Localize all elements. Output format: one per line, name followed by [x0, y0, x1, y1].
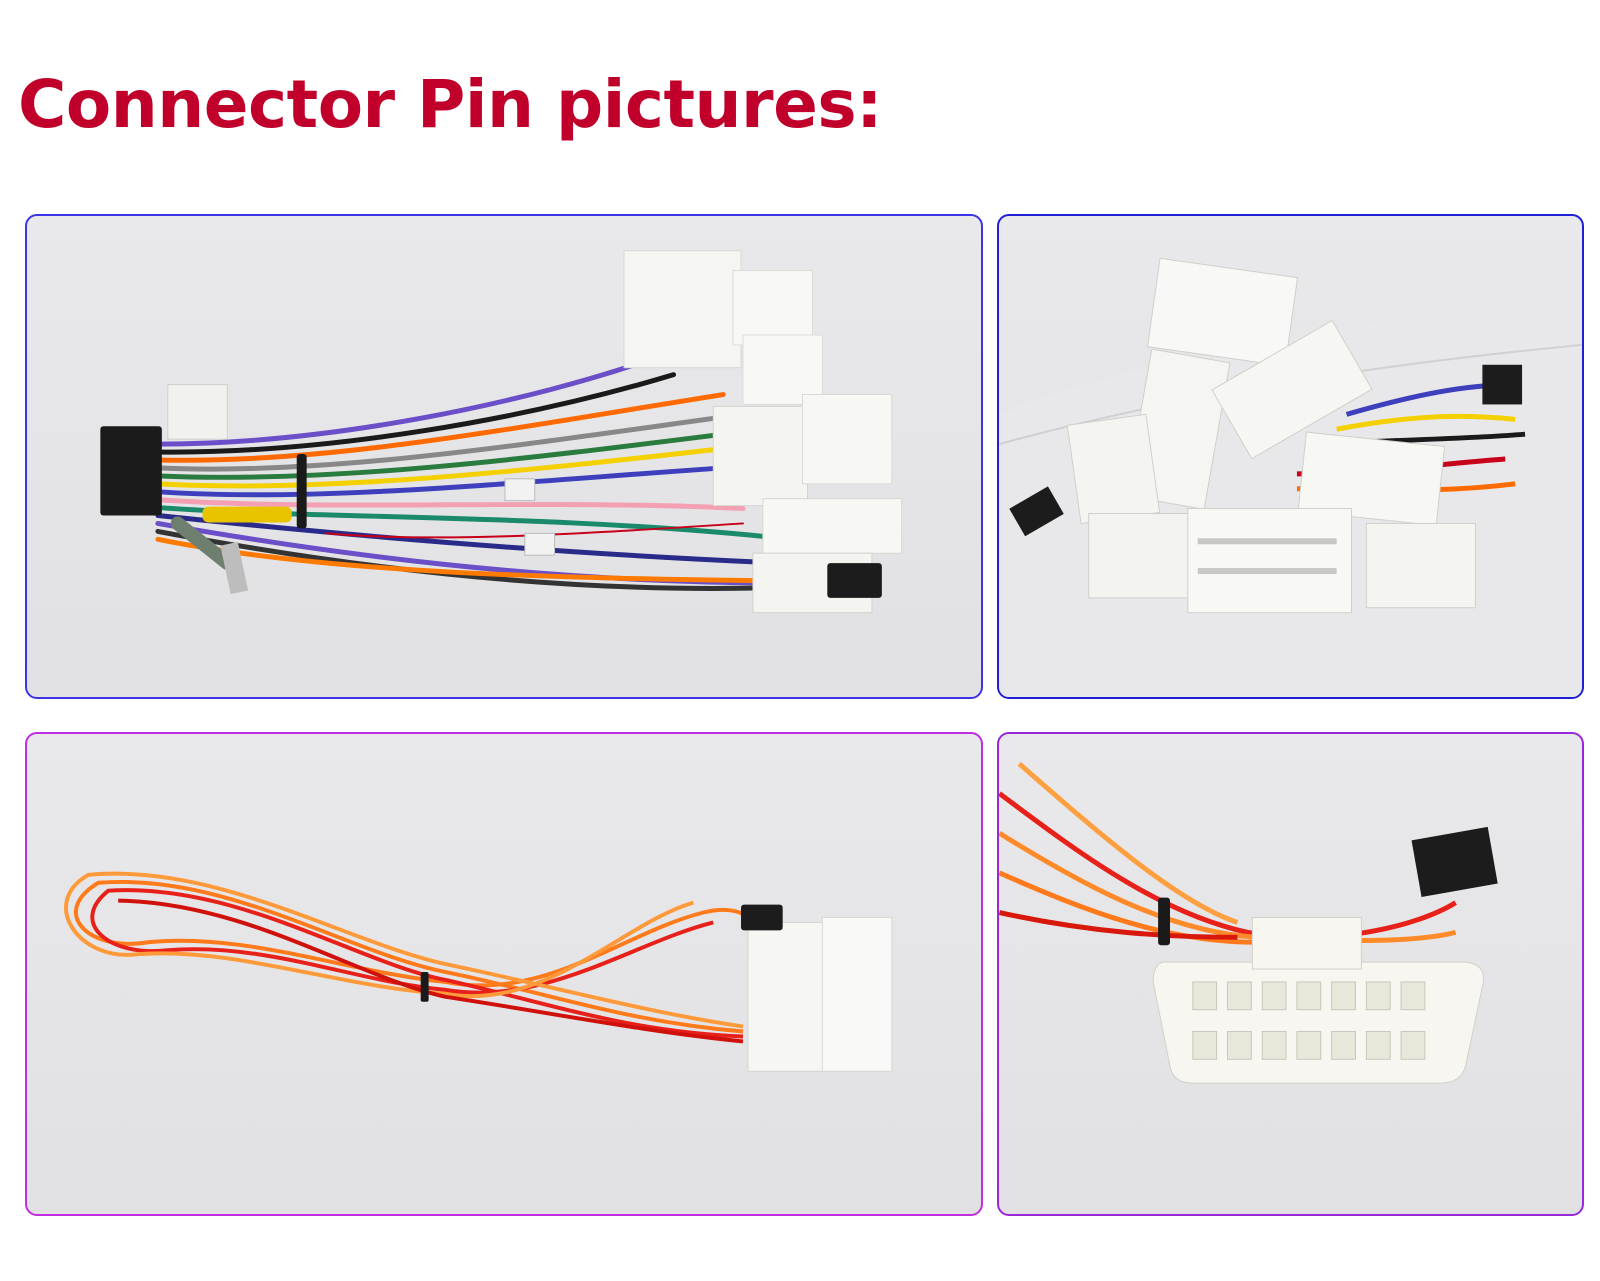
connector-cluster-photo	[999, 257, 1582, 697]
photo-panel-cable-coil	[25, 732, 983, 1216]
cable-coil-photo	[64, 871, 893, 1072]
photo-panel-wiring-harness	[25, 214, 983, 699]
photo-panel-connector-closeup	[997, 732, 1584, 1216]
page-title: Connector Pin pictures:	[18, 66, 883, 143]
connector-closeup-photo	[999, 761, 1498, 1084]
wiring-harness-photo	[100, 250, 903, 614]
photo-panel-connector-cluster	[997, 214, 1584, 699]
